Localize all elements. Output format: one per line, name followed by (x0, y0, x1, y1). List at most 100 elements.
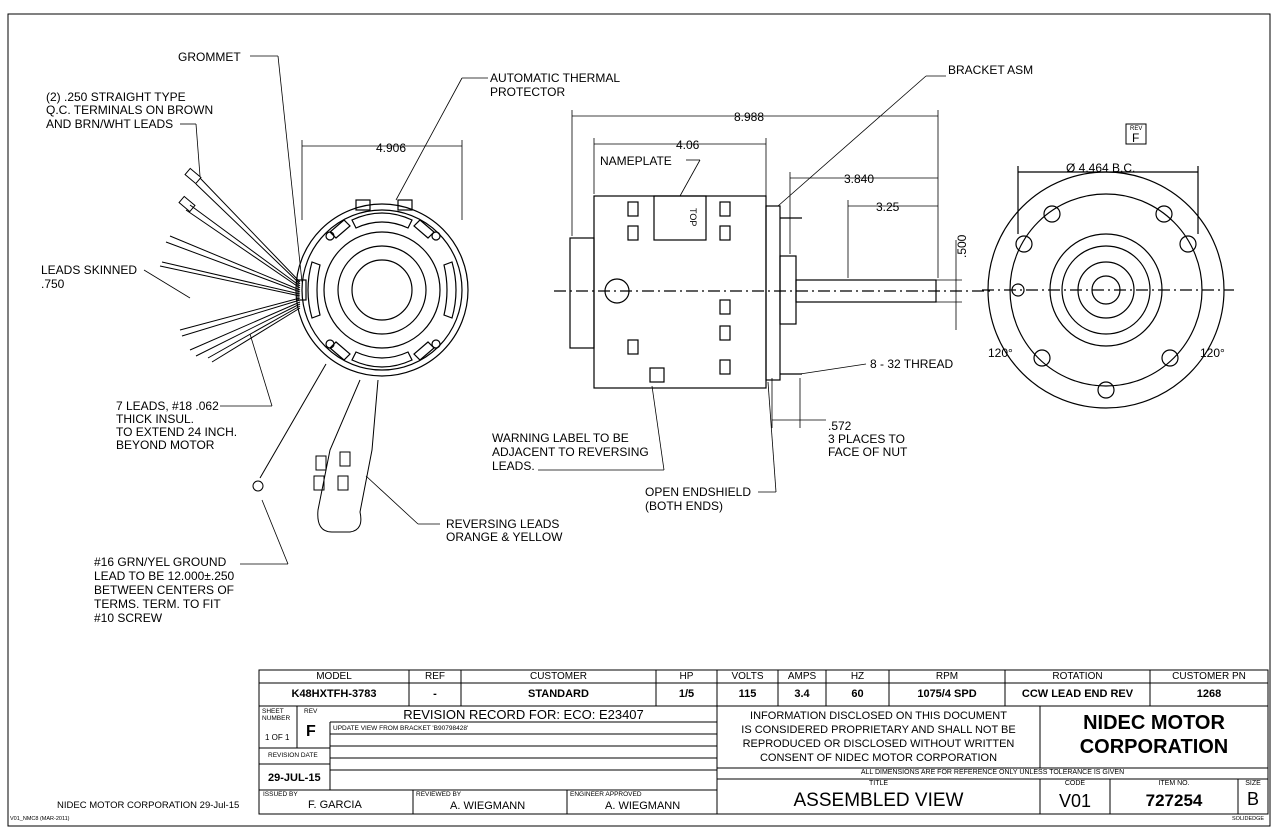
leader-lines (143, 55, 777, 565)
terminals-label-3: AND BRN/WHT LEADS (46, 117, 173, 131)
title-label: TITLE (868, 780, 889, 787)
open-endshield-label-2: (BOTH ENDS) (645, 499, 723, 513)
val-volts: 115 (738, 688, 757, 700)
disclaimer-3: REPRODUCED OR DISCLOSED WITHOUT WRITTEN (742, 738, 1015, 750)
engineer: A. WIEGMANN (605, 800, 681, 812)
val-amps: 3.4 (794, 688, 810, 700)
drawing-title: ASSEMBLED VIEW (793, 790, 964, 811)
dimension-note: ALL DIMENSIONS ARE FOR REFERENCE ONLY UN… (860, 769, 1125, 776)
hdr-ref: REF (425, 671, 445, 682)
ground-label-5: #10 SCREW (94, 611, 163, 625)
revision-record: REVISION RECORD FOR: ECO: E23407 (403, 707, 644, 722)
ground-label-4: TERMS. TERM. TO FIT (94, 597, 221, 611)
nameplate-label: NAMEPLATE (600, 154, 672, 168)
footer-company-date: NIDEC MOTOR CORPORATION 29-Jul-15 (57, 800, 240, 811)
disclaimer-4: CONSENT OF NIDEC MOTOR CORPORATION (759, 752, 998, 764)
grommet-label: GROMMET (178, 50, 241, 64)
terminals-label-2: Q.C. TERMINALS ON BROWN (46, 103, 213, 117)
sheet-border (7, 13, 1271, 827)
hdr-hz: HZ (850, 671, 865, 682)
hdr-rotation: ROTATION (1052, 671, 1103, 682)
reversing-label-1: REVERSING LEADS (446, 517, 559, 531)
dim-shaft1: 3.840 (844, 172, 874, 186)
seven-leads-label-3: TO EXTEND 24 INCH. (116, 425, 237, 439)
val-hz: 60 (851, 688, 864, 700)
update-note: UPDATE VIEW FROM BRACKET 'B90798428' (333, 725, 469, 732)
hdr-model: MODEL (316, 671, 352, 682)
warning-label-1: WARNING LABEL TO BE (492, 431, 629, 445)
thermal-label-2: PROTECTOR (490, 85, 565, 99)
thread-label: 8 - 32 THREAD (870, 357, 953, 371)
sheet-number: 1 OF 1 (265, 733, 290, 742)
hdr-customer: CUSTOMER (529, 671, 588, 682)
disclaimer-1: INFORMATION DISCLOSED ON THIS DOCUMENT (750, 710, 1007, 722)
val-ref: - (433, 688, 437, 700)
size-label: SIZE (1245, 780, 1261, 787)
motor-leads (159, 167, 379, 533)
hdr-rpm: RPM (935, 671, 959, 682)
val-customer: STANDARD (528, 688, 589, 700)
rev-triangle (1125, 123, 1147, 145)
seven-leads-label-4: BEYOND MOTOR (116, 438, 215, 452)
places-label-1: .572 (828, 419, 852, 433)
val-model: K48HXTFH-3783 (291, 688, 377, 700)
ground-label-1: #16 GRN/YEL GROUND (94, 555, 227, 569)
engineer-label: ENGINEER APPROVED (570, 791, 642, 798)
leads-skinned-label-1: LEADS SKINNED (41, 263, 137, 277)
code-label: CODE (1064, 780, 1086, 787)
warning-label-3: LEADS. (492, 459, 535, 473)
footer-right-small: SOLIDEDGE (1232, 816, 1265, 822)
bracket-asm-label: BRACKET ASM (948, 63, 1033, 77)
dim-angle-left: 120° (988, 346, 1013, 360)
title-block-grid (258, 669, 1269, 815)
hdr-amps: AMPS (787, 671, 817, 682)
dim-body: 4.06 (676, 138, 700, 152)
item-label: ITEM NO. (1158, 780, 1190, 787)
rev-small-label: REV (1130, 126, 1142, 132)
terminals-label-1: (2) .250 STRAIGHT TYPE (46, 90, 186, 104)
rev-mark-label: F (1132, 131, 1139, 145)
seven-leads-label-2: THICK INSUL. (116, 412, 194, 426)
shaft-end-view (982, 166, 1234, 409)
side-dimensions (571, 75, 962, 428)
dim-bolt-circle: Ø 4.464 B.C. (1066, 161, 1135, 175)
dim-angle-right: 120° (1200, 346, 1225, 360)
val-hp: 1/5 (678, 688, 695, 700)
item-value: 727254 (1145, 791, 1203, 810)
code-value: V01 (1058, 791, 1092, 811)
top-label: TOP (688, 208, 698, 226)
val-customer-pn: 1268 (1196, 688, 1222, 700)
side-view (554, 195, 990, 389)
drawing-labels: GROMMET (2) .250 STRAIGHT TYPE Q.C. TERM… (41, 50, 1225, 625)
warning-label-2: ADJACENT TO REVERSING (492, 445, 649, 459)
dim-shaft2: 3.25 (876, 200, 900, 214)
thermal-label-1: AUTOMATIC THERMAL (490, 71, 620, 85)
revision-date: 29-JUL-15 (268, 772, 321, 784)
seven-leads-label-1: 7 LEADS, #18 .062 (116, 399, 219, 413)
dim-overall: 8.988 (734, 110, 764, 124)
reviewed-by: A. WIEGMANN (450, 800, 526, 812)
reviewed-by-label: REVIEWED BY (416, 791, 462, 798)
issued-by: F. GARCIA (308, 799, 362, 811)
ground-label-2: LEAD TO BE 12.000±.250 (94, 569, 235, 583)
hdr-customer-pn: CUSTOMER PN (1172, 671, 1246, 682)
company-name-1: NIDEC MOTOR (1083, 712, 1225, 734)
rev-value: F (306, 723, 316, 740)
leads-skinned-label-2: .750 (41, 277, 65, 291)
dim-front-width: 4.906 (376, 141, 406, 155)
ground-label-3: BETWEEN CENTERS OF (94, 583, 234, 597)
rev-label: REV (304, 708, 318, 715)
disclaimer-2: IS CONSIDERED PROPRIETARY AND SHALL NOT … (741, 724, 1016, 736)
places-label-3: FACE OF NUT (828, 445, 908, 459)
dim-shaft-dia: .500 (955, 234, 969, 258)
issued-by-label: ISSUED BY (263, 791, 298, 798)
hdr-hp: HP (679, 671, 694, 682)
footer-left-small: V01_NMC8 (MAR-2011) (10, 816, 70, 822)
company-name-2: CORPORATION (1079, 736, 1229, 758)
reversing-label-2: ORANGE & YELLOW (446, 530, 563, 544)
open-endshield-label-1: OPEN ENDSHIELD (645, 485, 751, 499)
val-rpm: 1075/4 SPD (917, 688, 977, 700)
size-value: B (1246, 789, 1259, 809)
hdr-volts: VOLTS (731, 671, 764, 682)
val-rotation: CCW LEAD END REV (1021, 688, 1134, 700)
